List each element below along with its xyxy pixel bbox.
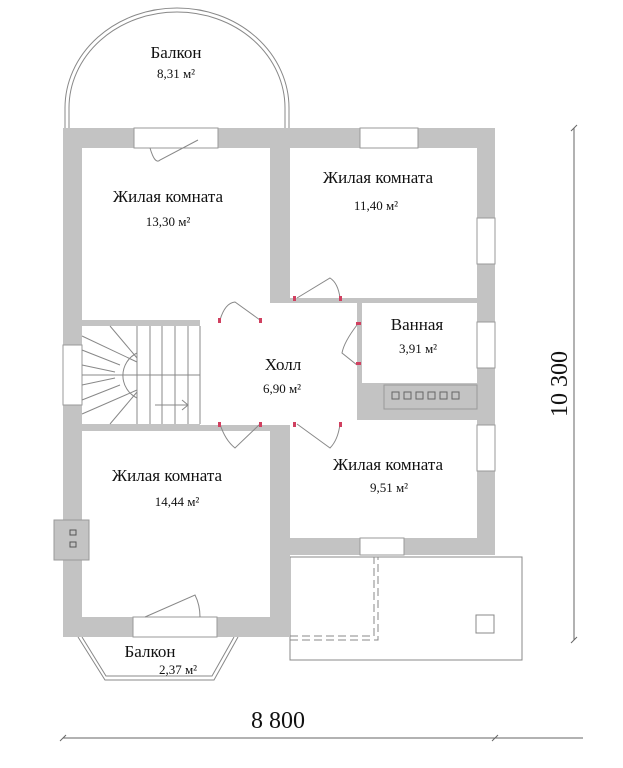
window <box>476 424 496 472</box>
balcony-top-name: Балкон <box>151 43 202 62</box>
room-top-right-area: 11,40 м² <box>354 198 398 213</box>
window <box>476 217 496 265</box>
doors <box>144 139 358 618</box>
hall-name: Холл <box>265 355 302 374</box>
balcony-bottom-outline <box>77 636 239 681</box>
balcony-top-outline <box>64 7 290 128</box>
height-dimension: 10 300 <box>547 351 573 417</box>
window <box>132 616 218 638</box>
balcony-bottom-area: 2,37 м² <box>159 662 197 677</box>
room-top-left-name: Жилая комната <box>113 187 224 206</box>
chimney <box>475 614 495 634</box>
balcony-top-area: 8,31 м² <box>157 66 195 81</box>
bathroom-area: 3,91 м² <box>399 341 437 356</box>
bathroom-name: Ванная <box>391 315 444 334</box>
room-top-right-name: Жилая комната <box>323 168 434 187</box>
terrace <box>289 556 523 661</box>
room-top-left-area: 13,30 м² <box>146 214 191 229</box>
room-bottom-left-name: Жилая комната <box>112 466 223 485</box>
width-dimension: 8 800 <box>251 708 305 734</box>
window <box>359 537 405 556</box>
window <box>359 127 419 149</box>
room-bottom-right-area: 9,51 м² <box>370 480 408 495</box>
hall-area: 6,90 м² <box>263 381 301 396</box>
window <box>62 344 83 406</box>
balcony-bottom-name: Балкон <box>125 642 176 661</box>
staircase <box>81 325 201 425</box>
window <box>476 321 496 369</box>
room-bottom-left-area: 14,44 м² <box>155 494 200 509</box>
room-bottom-right-name: Жилая комната <box>333 455 444 474</box>
window <box>133 127 219 149</box>
fireplace <box>53 519 90 561</box>
dimension-lines <box>59 124 583 742</box>
